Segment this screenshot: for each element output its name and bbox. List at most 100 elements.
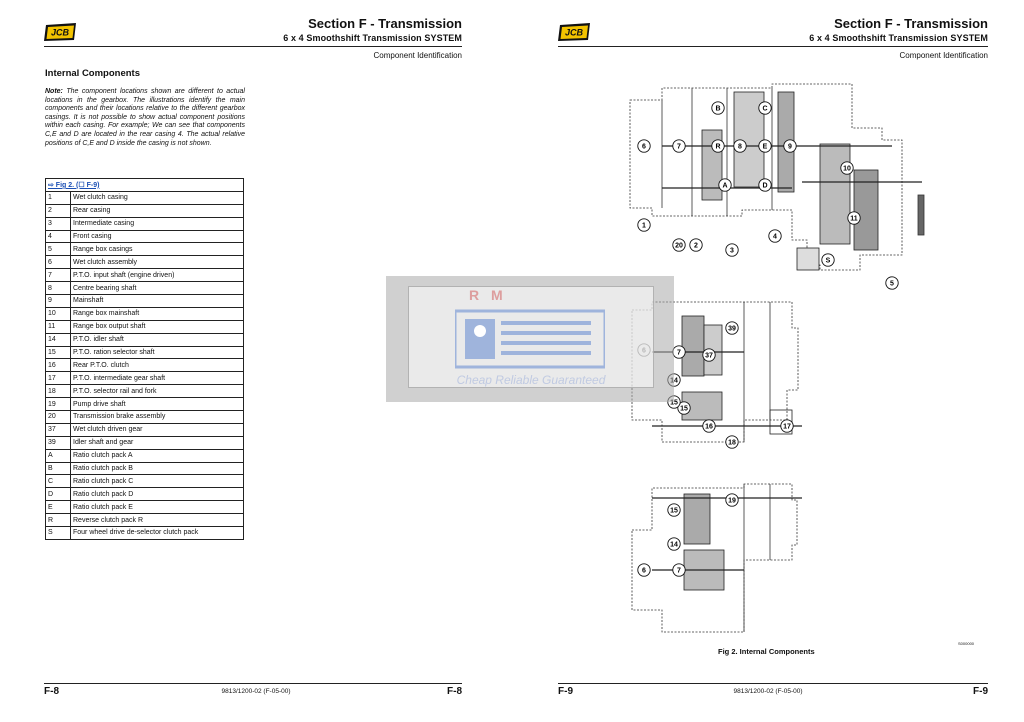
callout-circle [711,139,725,153]
header-divider [44,46,462,47]
callout-circle [758,139,772,153]
callout-circle [758,101,772,115]
component-id: 11 [45,319,71,334]
callout-label: 15 [670,508,678,515]
callout-label: 7 [677,144,681,151]
callout-circle [711,101,725,115]
header-divider [558,46,988,47]
right-page: JCB Section F - Transmission 6 x 4 Smoot… [512,0,1024,722]
footer-page-right: F-8 [447,686,462,697]
callout-circle [702,419,716,433]
callout-label: 8 [738,144,742,151]
component-name: Centre bearing shaft [70,281,244,296]
callout-label: 16 [705,424,713,431]
component-name: Front casing [70,229,244,244]
component-name: Wet clutch assembly [70,255,244,270]
component-id: 1 [45,190,71,205]
callout-circle [667,503,681,517]
callout-circle [780,419,794,433]
callout-label: 18 [728,440,736,447]
component-id: 5 [45,242,71,257]
callout-circle [718,178,732,192]
component-id: 18 [45,384,71,399]
callout-label: 14 [670,542,678,549]
callout-label: 17 [783,424,791,431]
note-text: The component locations shown are differ… [45,88,245,147]
footer-doc-number: 9813/1200-02 (F-05-00) [733,688,803,695]
page-title: Section F - Transmission [834,16,988,31]
callout-label: 2 [694,243,698,250]
footer-doc-number: 9813/1200-02 (F-05-00) [221,688,291,695]
component-id: 10 [45,306,71,321]
component-name: Four wheel drive de-selector clutch pack [70,526,244,540]
component-id: 6 [45,255,71,270]
callout-label: 6 [642,568,646,575]
callout-circle [672,563,686,577]
callout-label: B [715,106,720,113]
footer-page-right: F-9 [973,686,988,697]
component-id: 7 [45,268,71,283]
callout-circle [637,139,651,153]
note-label: Note: [45,88,63,95]
section-label: Component Identification [373,51,463,60]
footer-divider [44,683,462,684]
callout-circle [725,435,739,449]
component-name: Ratio clutch pack E [70,500,244,515]
callout-label: 11 [850,216,858,223]
callout-circle [672,139,686,153]
component-id: 19 [45,397,71,412]
callout-label: 39 [728,326,736,333]
callout-label: 3 [730,248,734,255]
figure-code: S000000 [958,641,975,646]
callout-circle [689,238,703,252]
component-id: A [45,448,71,463]
callout-circle [847,211,861,225]
component-name: Reverse clutch pack R [70,513,244,528]
component-name: Wet clutch driven gear [70,422,244,437]
figure-link[interactable]: ⇨ Fig 2. (☐ F-9) [45,178,244,192]
section-label: Component Identification [899,51,989,60]
component-name: Mainshaft [70,294,244,308]
component-name: Ratio clutch pack C [70,474,244,489]
callout-circle [758,178,772,192]
callout-label: 1 [642,223,646,230]
component-name: P.T.O. intermediate gear shaft [70,371,244,386]
callout-label: 14 [670,378,678,385]
callout-circle [768,229,782,243]
footer-page-left: F-8 [44,686,59,697]
component-id: E [45,500,71,515]
callout-circle [840,161,854,175]
component-id: 39 [45,435,71,450]
component-id: D [45,487,71,502]
component-name: Pump drive shaft [70,397,244,412]
callout-label: 7 [677,568,681,575]
callout-label: 37 [705,353,713,360]
component-id: 4 [45,229,71,244]
component-name: Ratio clutch pack D [70,487,244,502]
component-id: 16 [45,358,71,373]
component-id: R [45,513,71,528]
callout-label: 7 [677,350,681,357]
jcb-logo: JCB [558,23,590,41]
component-name: Transmission brake assembly [70,410,244,424]
callout-circle [783,139,797,153]
component-name: Wet clutch casing [70,190,244,205]
callout-circle [637,563,651,577]
component-name: P.T.O. selector rail and fork [70,384,244,399]
